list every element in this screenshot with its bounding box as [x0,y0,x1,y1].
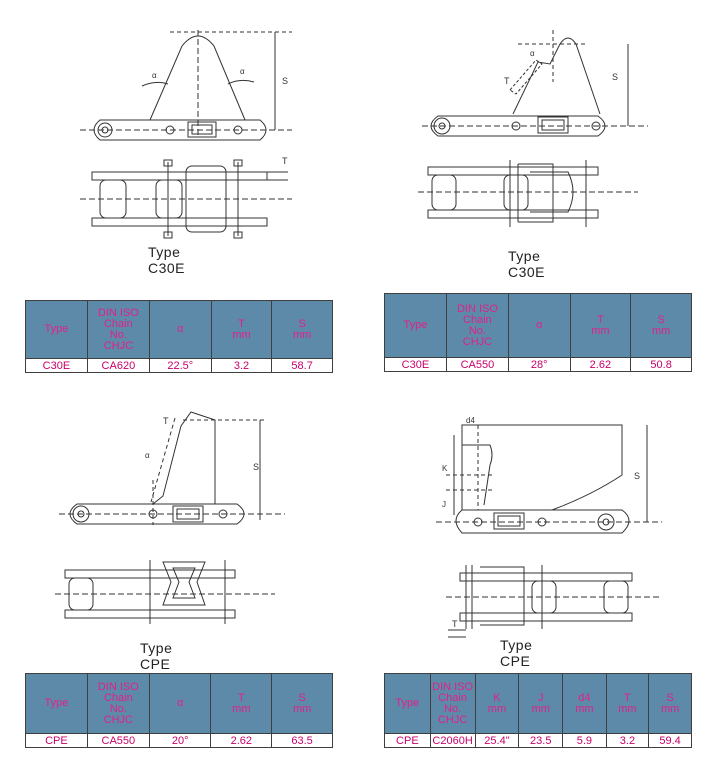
c30e-ca550-dim-labels: α T S [504,49,618,86]
caption-c30e-ca620: Type C30E [148,244,186,276]
dim-k: K [442,464,448,473]
table-row: C30E CA620 22.5° 3.2 58.7 [25,358,333,373]
dim-s: S [634,471,640,481]
cpe-c2060h-drawing [436,424,662,638]
col-type: Type [384,673,431,734]
dim-t: T [452,619,458,629]
dim-t: T [282,156,288,166]
dim-s: S [282,76,288,86]
dim-alpha-left: α [152,71,157,80]
dim-alpha: α [145,451,150,460]
dim-s: S [612,72,618,82]
table-row: C30E CA550 28° 2.62 50.8 [384,357,692,372]
col-alpha: α [507,293,571,358]
cpe-ca550-drawing [55,411,285,624]
dim-alpha: α [530,49,535,58]
col-type: Type [25,673,88,734]
c30e-ca550-drawing [418,30,648,227]
caption-cpe-ca550: Type CPE [140,640,173,672]
table-row: CPE CA550 20° 2.62 63.5 [25,733,333,748]
col-alpha: α [148,673,212,734]
cpe-ca550-dim-labels: T α S [145,416,259,472]
dim-d4: d4 [466,416,475,425]
table-row: CPE C2060H 25.4" 23.5 5.9 3.2 59.4 [384,733,692,748]
c30e-ca620-dim-labels: α α S T [152,67,288,166]
caption-cpe-c2060h: Type CPE [500,637,533,669]
col-alpha: α [148,300,212,359]
col-type: Type [25,300,88,359]
dim-t: T [504,76,510,86]
dim-t: T [163,416,169,426]
col-type: Type [384,293,447,358]
c30e-ca620-drawing [80,30,292,239]
caption-c30e-ca550: Type C30E [508,248,546,280]
dim-j: J [442,500,446,509]
dim-alpha-right: α [240,67,245,76]
cpe-c2060h-dim-labels: d4 K J S T [442,416,640,629]
dim-s: S [253,462,259,472]
